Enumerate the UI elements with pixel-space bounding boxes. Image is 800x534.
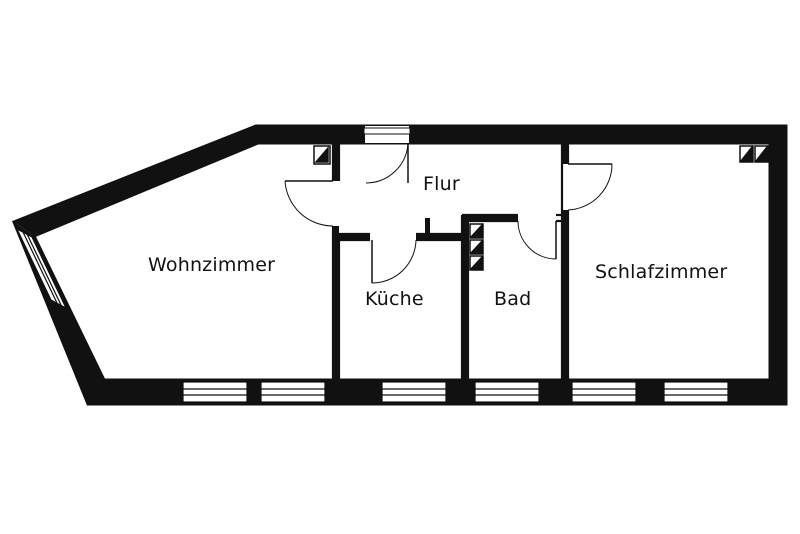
left-window (15, 227, 68, 310)
window-5 (571, 381, 637, 403)
door-kueche-swing (371, 239, 417, 284)
window-1 (182, 381, 248, 403)
door-wohnzimmer-swing (284, 180, 334, 227)
window-4 (474, 381, 540, 403)
room-label-kueche: Küche (365, 288, 424, 310)
window-2 (260, 381, 326, 403)
bottom-windows (182, 381, 729, 403)
door-schlafzimmer-swing (567, 163, 613, 211)
window-6 (663, 381, 729, 403)
room-label-wohnzimmer: Wohnzimmer (148, 254, 276, 276)
room-label-flur: Flur (423, 173, 460, 195)
room-label-bad: Bad (494, 288, 532, 310)
doors (284, 163, 613, 284)
window-3 (381, 381, 447, 403)
room-label-schlafzimmer: Schlafzimmer (595, 261, 728, 283)
entrance-door (363, 126, 411, 184)
wall-stubs (333, 143, 568, 380)
shafts (313, 144, 769, 271)
door-bad-swing (517, 220, 557, 260)
